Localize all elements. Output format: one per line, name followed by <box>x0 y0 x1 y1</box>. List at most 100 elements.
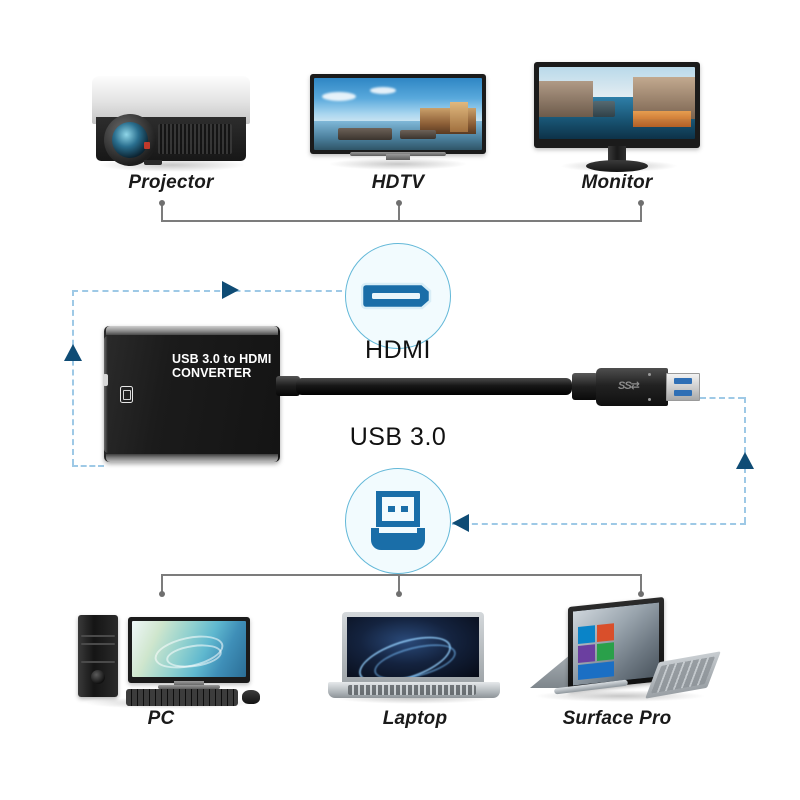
device-label-monitor: Monitor <box>581 172 653 193</box>
hdtv-shadow <box>328 158 468 170</box>
laptop-screen <box>347 617 479 677</box>
adapter-left-edge <box>104 336 108 453</box>
hdmi-port-small-icon <box>120 386 133 403</box>
laptop-wallpaper <box>347 617 479 677</box>
projector-lens <box>112 122 148 158</box>
projector-foot <box>144 160 162 165</box>
pc-monitor-screen <box>132 621 246 677</box>
pc-tower-power-button <box>91 670 105 684</box>
usb-plug-slot-bottom <box>674 390 692 396</box>
badge-hdmi <box>345 243 451 349</box>
surface-screen <box>573 602 659 686</box>
laptop-lid <box>342 612 484 684</box>
badge-usb30 <box>345 468 451 574</box>
pc-monitor-base <box>158 685 220 689</box>
badge-label-hdmi: HDMI <box>365 336 431 364</box>
surface-type-cover-keys <box>650 656 716 694</box>
monitor-warm-lights <box>633 111 691 127</box>
monitor-buildings-left <box>539 81 593 117</box>
hdtv-rocks <box>338 128 392 140</box>
usb-cable-ferrite <box>572 373 598 400</box>
hdtv-tower <box>450 102 468 132</box>
hdmi-path-left-segment <box>72 290 74 465</box>
surface-tablet <box>568 596 664 692</box>
adapter-body <box>104 326 280 462</box>
monitor-stand-base <box>586 160 648 172</box>
adapter-text-line2: CONVERTER <box>172 366 252 380</box>
projector-indicator-led <box>144 142 150 149</box>
monitor-bezel <box>534 62 700 148</box>
usb-plug-icon <box>371 491 425 550</box>
output-bracket-rail <box>161 220 642 222</box>
surface-tile-1 <box>578 625 595 644</box>
device-label-laptop: Laptop <box>382 708 448 729</box>
usb-a-male-connector: SS⇄ <box>596 366 702 408</box>
hdmi-port-icon <box>361 282 432 310</box>
adapter-bottom-trim <box>106 454 278 462</box>
laptop-keyboard <box>348 685 476 695</box>
adapter-hdmi-port <box>103 374 108 386</box>
surface-tile-2 <box>597 623 614 642</box>
output-bracket-dot-monitor <box>638 200 644 206</box>
usb-to-hdmi-adapter: USB 3.0 to HDMI CONVERTER <box>103 326 280 462</box>
pc-monitor-bezel <box>128 617 250 683</box>
monitor-midground <box>593 101 615 117</box>
usb-plug-dot-top <box>648 373 651 376</box>
device-label-projector: Projector <box>128 172 214 193</box>
output-bracket-stem-projector <box>161 203 163 222</box>
projector-vent-grille <box>158 124 232 154</box>
output-bracket-stem-monitor <box>640 203 642 222</box>
badge-label-usb30: USB 3.0 <box>349 423 447 451</box>
device-label-surface-pro: Surface Pro <box>562 708 672 729</box>
hdmi-path-arrow-right <box>222 281 239 299</box>
usb-plug-housing <box>596 368 668 406</box>
hdtv-screen <box>314 78 482 150</box>
pc-monitor-neck <box>174 681 204 686</box>
usb-plug-dot-bottom <box>648 398 651 401</box>
device-label-hdtv: HDTV <box>371 172 425 193</box>
input-bracket-dot-surface <box>638 591 644 597</box>
surface-tile-3 <box>578 644 595 663</box>
hdmi-path-bottom-segment <box>72 465 104 467</box>
output-bracket-stem-hdtv <box>398 203 400 222</box>
superspeed-ss-icon: SS⇄ <box>618 380 640 392</box>
adapter-top-trim <box>106 326 278 335</box>
usb-path-arrow-left <box>452 514 469 532</box>
device-image-laptop <box>326 608 502 704</box>
device-image-projector <box>86 62 256 172</box>
usb-plug-slot-top <box>674 378 692 384</box>
output-bracket-dot-hdtv <box>396 200 402 206</box>
input-bracket-rail <box>161 574 642 576</box>
hdtv-cloud-1 <box>322 92 356 101</box>
pc-keyboard <box>126 689 238 706</box>
hdmi-path-top-segment <box>72 290 342 292</box>
pc-tower-bay-2 <box>81 643 115 645</box>
input-bracket-dot-pc <box>159 591 165 597</box>
monitor-stand-neck <box>608 146 626 164</box>
surface-tile-4 <box>597 642 614 661</box>
hdtv-rocks-2 <box>400 130 436 139</box>
hdtv-cloud-2 <box>370 87 396 94</box>
device-image-monitor <box>534 54 700 172</box>
device-image-surface-pro <box>524 596 721 704</box>
hdtv-stand-neck <box>386 154 410 160</box>
device-image-hdtv <box>310 64 486 170</box>
pc-tower-bay-1 <box>81 635 115 637</box>
pc-tower <box>78 615 118 697</box>
device-image-pc <box>74 605 264 709</box>
usb-path-arrow-up <box>736 452 754 469</box>
device-label-pc: PC <box>147 708 175 729</box>
hdtv-bezel <box>310 74 486 154</box>
usb-path-top-segment <box>700 397 744 399</box>
input-bracket-stem-laptop <box>398 574 400 593</box>
pc-wallpaper <box>132 621 246 677</box>
usb-plug-metal-tip <box>666 373 700 401</box>
output-bracket-dot-projector <box>159 200 165 206</box>
usb-path-bottom-segment <box>452 523 746 525</box>
monitor-screen <box>539 67 695 139</box>
adapter-cable-strain-relief <box>276 376 300 396</box>
hdmi-path-arrow-up <box>64 344 82 361</box>
pc-tower-bay-3 <box>81 661 115 663</box>
input-bracket-stem-pc <box>161 574 163 593</box>
